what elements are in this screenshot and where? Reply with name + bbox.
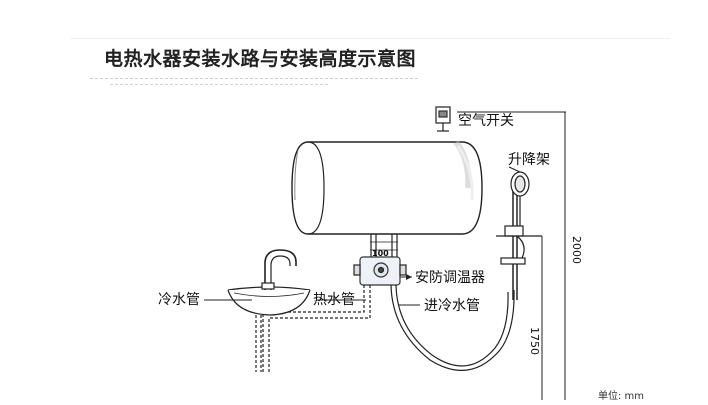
height-dimension-lines (457, 111, 566, 400)
label-shower-rack: 升降架 (508, 152, 550, 168)
water-heater-tank (291, 140, 483, 235)
shower-rack (500, 176, 526, 300)
diagram-title: 电热水器安装水路与安装高度示意图 (104, 48, 417, 70)
label-cold-water-inlet: 进冷水管 (424, 298, 480, 314)
hot-water-pipe (262, 285, 371, 372)
subtitle-decor-line (90, 78, 420, 79)
tank-outlet-pipes (370, 234, 398, 257)
label-air-switch: 空气开关 (458, 113, 514, 129)
thermostat-valve-icon (353, 256, 412, 286)
cold-water-inlet-hose (390, 284, 515, 371)
leader-lines (204, 166, 521, 306)
sink-basin (227, 286, 311, 316)
label-unit: 单位: mm (598, 391, 645, 402)
label-cold-water-pipe: 冷水管 (158, 292, 200, 308)
frame-top-line (70, 38, 670, 39)
label-hot-water-pipe: 热水管 (313, 292, 355, 308)
label-height-2000: 2000 (570, 236, 583, 264)
label-dimension-100: 100 (372, 249, 389, 258)
label-thermostat-valve: 安防调温器 (415, 270, 485, 286)
shower-head-icon (510, 171, 530, 226)
air-switch-icon (435, 106, 451, 132)
faucet-icon (261, 249, 297, 290)
subtitle-decor-line-2 (110, 84, 330, 85)
label-height-1750: 1750 (528, 327, 541, 355)
